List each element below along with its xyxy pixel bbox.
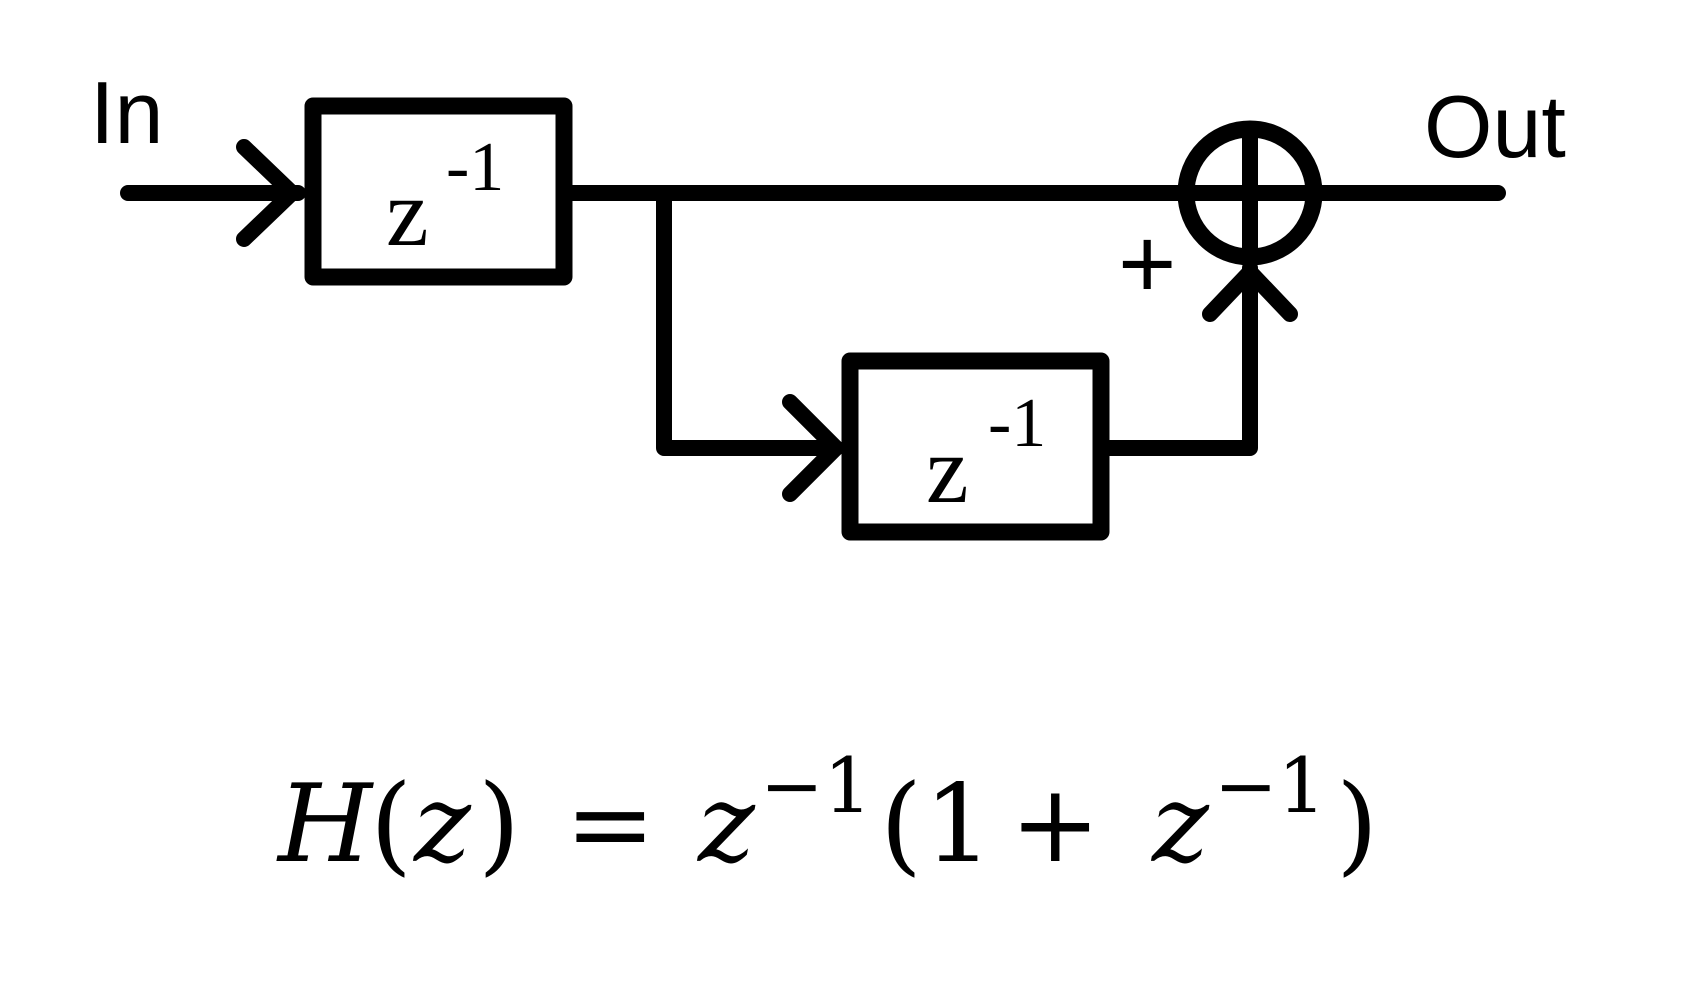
delay-top-base: z xyxy=(386,159,429,266)
eq-inner-exp: −1 xyxy=(1214,741,1326,830)
eq-lhs-close: ) xyxy=(478,762,520,887)
eq-lhs-open: ( xyxy=(370,762,412,887)
eq-paren-close: ) xyxy=(1336,762,1378,887)
branch-line xyxy=(656,185,844,456)
delay-bottom-exponent: -1 xyxy=(988,385,1046,462)
transfer-function-equation: H ( z ) = z −1 ( 1 + z −1 ) xyxy=(276,741,1378,887)
output-label: Out xyxy=(1424,77,1566,176)
eq-paren-open: ( xyxy=(880,762,922,887)
eq-lhs-var: z xyxy=(412,762,472,887)
branch-arrowhead xyxy=(782,394,844,502)
eq-term-base: z xyxy=(696,762,756,887)
feed-up-arrowhead xyxy=(1202,264,1298,322)
eq-lhs: H xyxy=(276,762,374,887)
input-label: In xyxy=(90,63,163,162)
eq-plus: + xyxy=(1010,762,1101,887)
input-arrowhead xyxy=(236,139,300,247)
eq-one: 1 xyxy=(924,762,993,887)
delay-top-label: z xyxy=(386,159,429,266)
delay-bottom-label: z xyxy=(926,416,969,523)
adder-plus-sign: + xyxy=(1118,208,1176,320)
feed-up-line xyxy=(1102,260,1258,456)
delay-bottom-base: z xyxy=(926,416,969,523)
delay-top-exponent: -1 xyxy=(446,129,504,206)
delay-block-bottom xyxy=(841,352,1110,541)
eq-term-exp: −1 xyxy=(760,741,872,830)
eq-equals: = xyxy=(565,762,656,887)
delay-block-top xyxy=(304,97,573,286)
eq-inner-base: z xyxy=(1150,762,1210,887)
